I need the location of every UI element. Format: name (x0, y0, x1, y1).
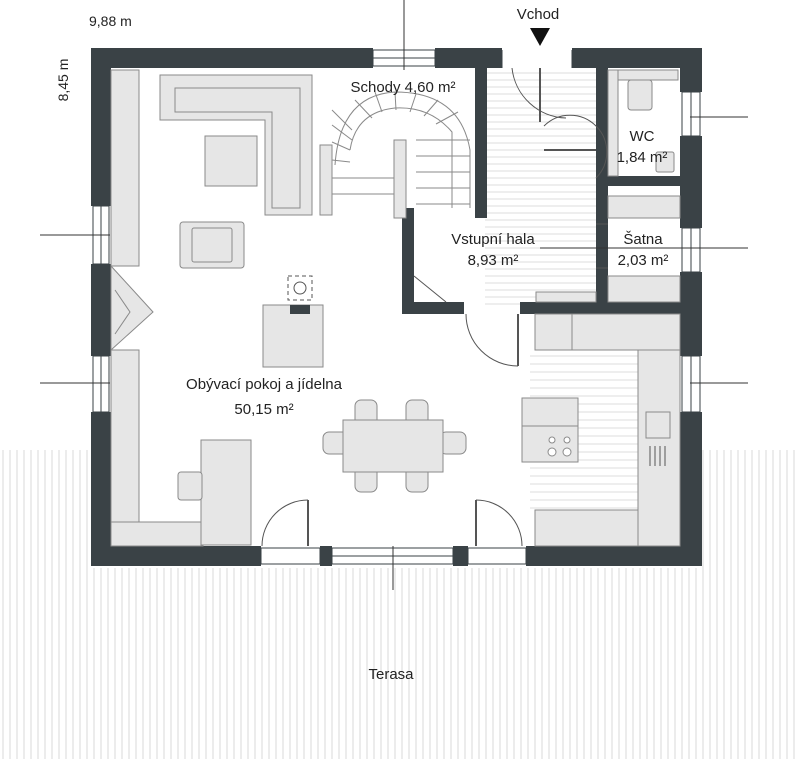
room-wardrobe-area: 2,03 m² (618, 252, 669, 269)
room-wc-area: 1,84 m² (617, 149, 668, 166)
chimney (290, 305, 310, 314)
wc-fixtures (607, 69, 679, 177)
coffee-table (204, 135, 258, 187)
terrace-label: Terasa (368, 666, 414, 683)
doors (261, 48, 608, 547)
column (262, 304, 324, 368)
dining-table (322, 399, 467, 493)
room-living-area: 50,15 m² (234, 401, 293, 418)
room-stairs-name: Schody 4,60 m² (350, 79, 455, 96)
width-dimension: 9,88 m (89, 13, 132, 29)
room-wc-name: WC (630, 128, 655, 145)
lamp-symbol (287, 275, 313, 301)
kitchen (521, 313, 681, 547)
height-dimension: 8,45 m (55, 59, 71, 102)
outer-walls (91, 48, 702, 566)
room-hall-name: Vstupní hala (451, 231, 535, 248)
built-in-cabinets (110, 69, 204, 547)
armchair (179, 221, 245, 269)
fireplace (110, 264, 154, 352)
sofa (159, 74, 313, 216)
wardrobe-furniture (535, 195, 681, 303)
terrace (0, 450, 800, 759)
room-living-name: Obývací pokoj a jídelna (186, 376, 343, 393)
entrance-arrow-icon (530, 28, 550, 46)
stairs (319, 70, 475, 219)
room-hall-area: 8,93 m² (468, 252, 519, 269)
entrance-label: Vchod (517, 6, 560, 23)
room-wardrobe-name: Šatna (623, 231, 663, 248)
desk (177, 439, 252, 546)
